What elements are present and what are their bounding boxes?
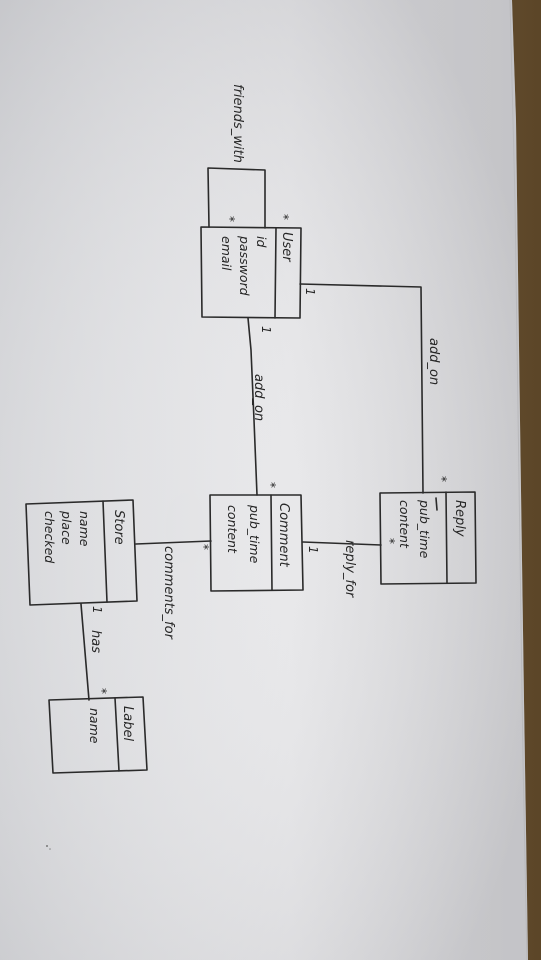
entity-comment-attr-content: content xyxy=(225,505,240,554)
relationship-comment-add-on-label: add_on xyxy=(251,374,266,421)
entity-store-attr-place: place xyxy=(59,510,74,545)
has-mult-a: 1 xyxy=(90,606,104,614)
entity-reply-name: Reply xyxy=(452,500,467,537)
relationship-comments-for-label: comments_for xyxy=(161,546,176,641)
relationship-comment-add-on: add_on 1 * xyxy=(247,317,278,496)
has-mult-b: * xyxy=(95,688,109,694)
entity-label-name: Label xyxy=(120,706,135,741)
friends-with-mult-a: * xyxy=(223,216,237,222)
entity-user-attr-email: email xyxy=(219,236,234,271)
entity-comment-name: Comment xyxy=(276,503,291,568)
entity-label-attr-name: name xyxy=(87,708,102,744)
reply-for-mult-b: * xyxy=(383,538,397,544)
entity-store-attr-checked: checked xyxy=(42,511,57,563)
relationship-reply-add-on: add_on 1 * xyxy=(299,283,449,494)
entity-store: Store name place checked xyxy=(25,499,138,606)
entity-comment: Comment pub_time content xyxy=(209,494,304,592)
relationship-comments-for: comments_for * xyxy=(135,540,212,641)
relationship-reply-for: reply_for 1 * xyxy=(302,538,397,599)
reply-add-on-mult-b: * xyxy=(435,476,449,482)
entity-reply-attr-pub-time: pub_time xyxy=(417,499,432,559)
entity-reply-attr-content: content xyxy=(397,500,412,549)
entity-user-name: User xyxy=(279,232,294,263)
relationship-friends-with-label: friends_with xyxy=(230,84,245,163)
comments-for-mult-a: * xyxy=(197,544,211,550)
entity-store-attr-name: name xyxy=(77,511,92,547)
comment-add-on-mult-a: 1 xyxy=(259,326,273,334)
entity-reply: Reply pub_time content xyxy=(379,491,477,585)
reply-add-on-mult-a: 1 xyxy=(303,288,317,296)
reply-for-mult-a: 1 xyxy=(306,546,320,554)
entity-label: Label name xyxy=(48,696,148,774)
friends-with-mult-b: * xyxy=(277,214,291,220)
entity-user-attr-id: id xyxy=(254,236,269,247)
comment-add-on-mult-b: * xyxy=(264,482,278,488)
relationship-friends-with: friends_with * * xyxy=(207,84,291,229)
relationship-has: has 1 * xyxy=(80,603,109,701)
relationship-has-label: has xyxy=(88,630,103,653)
entity-store-name: Store xyxy=(111,510,126,545)
entity-user: User id password email xyxy=(200,226,302,319)
entity-comment-attr-pub-time: pub_time xyxy=(247,504,262,564)
entity-user-attr-password: password xyxy=(237,235,252,296)
relationship-reply-for-label: reply_for xyxy=(342,540,357,599)
relationship-reply-add-on-label: add_on xyxy=(426,338,441,385)
